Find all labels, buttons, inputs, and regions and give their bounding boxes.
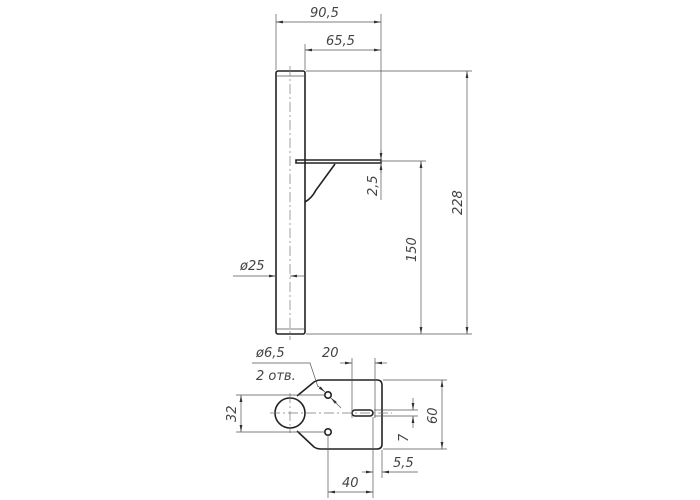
side-view: 90,5 65,5 2,5 150 228 ø25 (233, 6, 472, 340)
gusset (304, 163, 336, 203)
hole-count-note: 2 отв. (256, 369, 296, 384)
shelf-plate (295, 159, 382, 164)
dim-pipe-diameter: ø25 (239, 259, 265, 274)
dim-hole-spacing: 32 (225, 405, 240, 422)
dim-overall-width: 90,5 (310, 6, 339, 21)
pipe (275, 70, 306, 335)
dim-total-height: 228 (451, 190, 466, 215)
bracket-plate (296, 379, 383, 450)
dim-slot-width: 7 (397, 433, 412, 442)
dim-slot-offset: 20 (322, 346, 339, 361)
dim-shelf-height: 150 (405, 237, 420, 262)
dim-shelf-width: 65,5 (326, 34, 355, 49)
dim-hole-diameter: ø6,5 (255, 346, 285, 361)
dim-hole-to-slot: 40 (342, 476, 359, 491)
dim-plate-height: 60 (426, 407, 441, 424)
dim-plate-thickness: 2,5 (366, 175, 381, 196)
dim-edge-offset: 5,5 (393, 456, 414, 471)
plan-view: 20 ø6,5 2 отв. 32 60 7 5,5 40 (225, 346, 447, 498)
